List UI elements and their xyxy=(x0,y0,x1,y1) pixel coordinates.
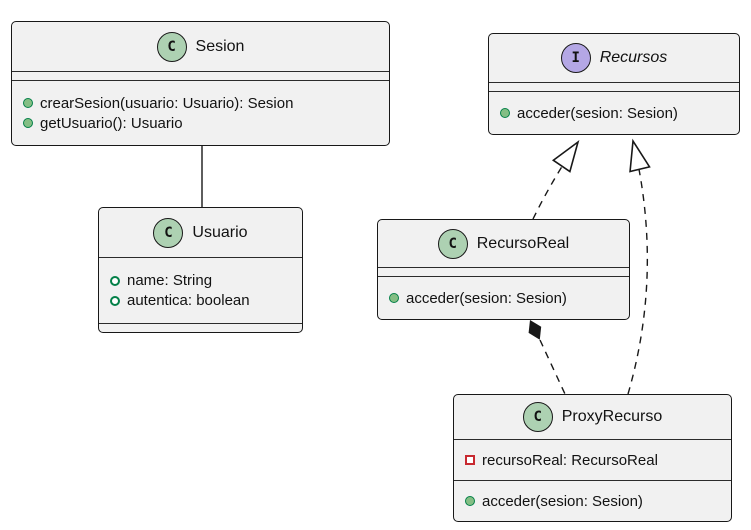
class-box-recursoreal: C RecursoReal acceder(sesion: Sesion) xyxy=(377,219,630,320)
interface-box-recursos: I Recursos acceder(sesion: Sesion) xyxy=(488,33,740,135)
field-row: name: String xyxy=(110,272,294,289)
field-label: name: String xyxy=(127,272,213,289)
class-spot-icon: C xyxy=(156,31,187,62)
methods-compartment-empty xyxy=(99,323,302,332)
fields-compartment: name: String autentica: boolean xyxy=(99,257,302,323)
public-method-icon xyxy=(23,118,33,128)
fields-compartment-empty xyxy=(489,82,739,91)
method-label: acceder(sesion: Sesion) xyxy=(517,104,678,122)
methods-compartment: acceder(sesion: Sesion) xyxy=(378,276,629,319)
public-field-icon xyxy=(110,275,120,286)
class-spot-icon: C xyxy=(522,402,553,432)
fields-compartment-empty xyxy=(378,267,629,276)
class-spot-icon: C xyxy=(437,228,468,259)
class-box-usuario: C Usuario name: String autentica: boolea… xyxy=(98,207,303,333)
method-row: crearSesion(usuario: Usuario): Sesion xyxy=(23,95,381,112)
class-name: ProxyRecurso xyxy=(561,408,663,425)
class-name: Sesion xyxy=(195,37,245,55)
methods-compartment: crearSesion(usuario: Usuario): Sesion ge… xyxy=(12,80,389,145)
interface-spot-icon: I xyxy=(560,43,591,73)
class-name: Usuario xyxy=(192,223,248,241)
methods-compartment: acceder(sesion: Sesion) xyxy=(489,91,739,134)
public-method-icon xyxy=(465,496,475,506)
method-row: acceder(sesion: Sesion) xyxy=(389,290,621,307)
method-row: acceder(sesion: Sesion) xyxy=(500,105,731,122)
fields-compartment: recursoReal: RecursoReal xyxy=(454,439,731,480)
composition-diamond-icon xyxy=(528,320,542,340)
class-header-usuario: C Usuario xyxy=(99,208,302,257)
public-method-icon xyxy=(23,98,33,108)
method-label: getUsuario(): Usuario xyxy=(40,114,183,132)
composition-proxyrecurso-recursoreal xyxy=(539,339,566,395)
methods-compartment: acceder(sesion: Sesion) xyxy=(454,480,731,521)
realization-recursoreal-recursos xyxy=(532,142,578,220)
realization-proxyrecurso-recursos xyxy=(627,141,647,395)
interface-header-recursos: I Recursos xyxy=(489,34,739,82)
fields-compartment-empty xyxy=(12,71,389,80)
private-field-icon xyxy=(465,455,475,465)
field-row: recursoReal: RecursoReal xyxy=(465,452,723,469)
class-spot-icon: C xyxy=(153,217,184,248)
class-header-sesion: C Sesion xyxy=(12,22,389,71)
public-method-icon xyxy=(500,108,510,118)
field-row: autentica: boolean xyxy=(110,292,294,309)
class-header-proxyrecurso: C ProxyRecurso xyxy=(454,395,731,439)
class-name: RecursoReal xyxy=(476,234,570,252)
class-header-recursoreal: C RecursoReal xyxy=(378,220,629,267)
method-row: getUsuario(): Usuario xyxy=(23,115,381,132)
method-label: crearSesion(usuario: Usuario): Sesion xyxy=(40,94,294,112)
method-label: acceder(sesion: Sesion) xyxy=(406,289,567,307)
field-label: autentica: boolean xyxy=(127,292,250,309)
method-row: acceder(sesion: Sesion) xyxy=(465,493,723,510)
public-method-icon xyxy=(389,293,399,303)
class-box-proxyrecurso: C ProxyRecurso recursoReal: RecursoReal … xyxy=(453,394,732,522)
interface-name: Recursos xyxy=(599,49,668,66)
method-label: acceder(sesion: Sesion) xyxy=(482,492,643,510)
class-box-sesion: C Sesion crearSesion(usuario: Usuario): … xyxy=(11,21,390,146)
field-label: recursoReal: RecursoReal xyxy=(482,451,658,469)
public-field-icon xyxy=(110,295,120,306)
